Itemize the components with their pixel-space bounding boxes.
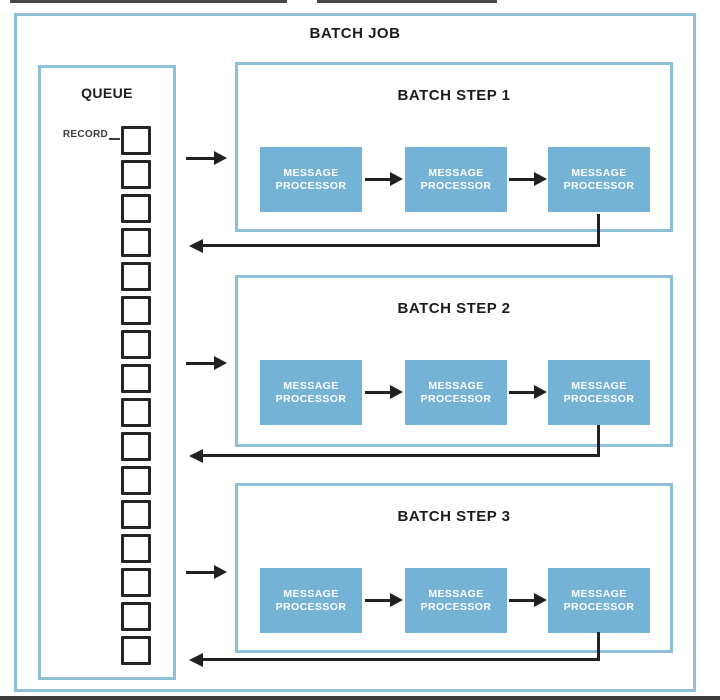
record-square [121,398,151,427]
record-square [121,534,151,563]
record-list [121,126,151,670]
processor-label-line: MESSAGE [571,587,627,600]
processor-flow-arrow [509,172,547,186]
arrow-head-left-icon [189,449,203,463]
batch-step-1-box: BATCH STEP 1 MESSAGE PROCESSOR MESSAGE P… [235,62,673,232]
record-square [121,432,151,461]
return-line-vertical [597,425,600,457]
processor-label-line: MESSAGE [428,166,484,179]
arrow-shaft [365,599,392,602]
arrow-shaft [509,599,536,602]
queue-box: QUEUE RECORD [38,65,176,680]
message-processor: MESSAGE PROCESSOR [260,360,362,425]
batch-step-3-box: BATCH STEP 3 MESSAGE PROCESSOR MESSAGE P… [235,483,673,653]
return-line-vertical [597,632,600,661]
crop-artifact-line [10,0,287,3]
message-processor: MESSAGE PROCESSOR [260,568,362,633]
processor-label-line: MESSAGE [283,587,339,600]
arrow-head-right-icon [390,385,403,399]
processor-flow-arrow [365,385,403,399]
record-square [121,296,151,325]
batch-job-title: BATCH JOB [309,25,401,42]
arrow-head-right-icon [214,356,227,370]
message-processor: MESSAGE PROCESSOR [405,360,507,425]
arrow-shaft [365,178,392,181]
message-processor: MESSAGE PROCESSOR [405,147,507,212]
arrow-head-left-icon [189,653,203,667]
processor-label-line: MESSAGE [283,166,339,179]
processor-label-line: PROCESSOR [563,179,635,192]
record-square [121,330,151,359]
processor-label-line: MESSAGE [283,379,339,392]
processor-label-line: PROCESSOR [420,392,492,405]
arrow-head-right-icon [534,172,547,186]
processor-flow-arrow [509,385,547,399]
crop-artifact-line [317,0,497,3]
message-processor: MESSAGE PROCESSOR [405,568,507,633]
record-label: RECORD [62,129,108,140]
batch-step-2-box: BATCH STEP 2 MESSAGE PROCESSOR MESSAGE P… [235,275,673,447]
processor-label-line: PROCESSOR [275,600,347,613]
record-square [121,262,151,291]
return-line-vertical [597,214,600,247]
processor-label-line: MESSAGE [428,587,484,600]
record-square [121,194,151,223]
arrow-head-right-icon [534,593,547,607]
processor-label-line: MESSAGE [428,379,484,392]
processor-label-line: PROCESSOR [563,600,635,613]
arrow-head-right-icon [534,385,547,399]
arrow-shaft [186,571,216,574]
return-line-horizontal [202,658,600,661]
arrow-queue-to-step-2 [186,356,227,370]
queue-title: QUEUE [81,85,133,101]
arrow-head-left-icon [189,239,203,253]
arrow-head-right-icon [214,565,227,579]
processor-flow-arrow [365,172,403,186]
return-line-horizontal [202,454,600,457]
batch-step-2-title: BATCH STEP 2 [397,300,511,317]
record-pointer-line [109,138,120,140]
arrow-head-right-icon [390,593,403,607]
batch-step-3-title: BATCH STEP 3 [397,508,511,525]
processor-flow-arrow [365,593,403,607]
record-square [121,228,151,257]
batch-step-1-title: BATCH STEP 1 [397,87,511,104]
record-square [121,466,151,495]
processor-label-line: PROCESSOR [275,179,347,192]
message-processor: MESSAGE PROCESSOR [548,360,650,425]
message-processor: MESSAGE PROCESSOR [548,568,650,633]
record-square [121,636,151,665]
arrow-shaft [509,178,536,181]
record-square [121,568,151,597]
message-processor: MESSAGE PROCESSOR [260,147,362,212]
arrow-queue-to-step-1 [186,151,227,165]
record-square [121,602,151,631]
arrow-shaft [186,157,216,160]
processor-label-line: MESSAGE [571,379,627,392]
arrow-queue-to-step-3 [186,565,227,579]
return-line-horizontal [202,244,600,247]
processor-label-line: PROCESSOR [563,392,635,405]
processor-label-line: MESSAGE [571,166,627,179]
record-square [121,160,151,189]
crop-artifact-bar [0,696,720,700]
record-square [121,364,151,393]
arrow-head-right-icon [390,172,403,186]
record-square [121,126,151,155]
message-processor: MESSAGE PROCESSOR [548,147,650,212]
processor-label-line: PROCESSOR [420,600,492,613]
arrow-shaft [509,391,536,394]
processor-label-line: PROCESSOR [420,179,492,192]
processor-label-line: PROCESSOR [275,392,347,405]
record-square [121,500,151,529]
arrow-shaft [365,391,392,394]
processor-flow-arrow [509,593,547,607]
arrow-head-right-icon [214,151,227,165]
arrow-shaft [186,362,216,365]
